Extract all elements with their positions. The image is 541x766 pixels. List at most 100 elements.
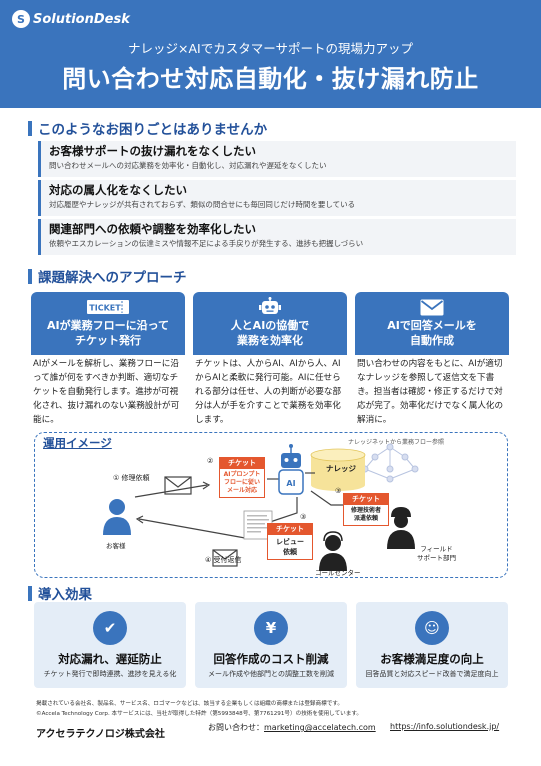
step-repair-request: ① 修理依頼 — [113, 474, 150, 482]
header-banner: S SolutionDesk ナレッジ×AIでカスタマーサポートの現場力アップ … — [0, 0, 541, 108]
problem-desc: 対応履歴やナレッジが共有されておらず、類似の問合せにも毎回同じだけ時間を要してい… — [49, 200, 356, 209]
contact-info: お問い合わせ：marketing@accelatech.com — [208, 722, 376, 733]
field-support-line: フィールド — [420, 545, 453, 553]
problems-heading-text: このようなお困りごとはありませんか — [38, 122, 268, 138]
customer-label: お客様 — [106, 542, 126, 550]
approach-heading: 課題解決へのアプローチ — [28, 266, 187, 286]
approach-card-title: 人とAIの協働で業務を効率化 — [193, 318, 347, 348]
effect-card: ✔ 対応漏れ、遅延防止 チケット発行で即時連携、進捗を見える化 — [34, 602, 186, 688]
problem-desc: 問い合わせメールへの対応業務を効率化・自動化し、対応漏れや遅延をなくしたい — [49, 161, 327, 170]
website-link[interactable]: https://info.solutiondesk.jp/ — [390, 722, 500, 731]
operation-note: ナレッジネットから業務フロー参照 — [348, 439, 445, 446]
operation-heading: 運用イメージ — [43, 436, 112, 450]
field-support-worker-icon — [387, 507, 415, 549]
customer-icon — [103, 499, 131, 535]
approach-card-body: AIがメールを解析し、業務フローに沿って誰が何をすべきか判断、適切なチケットを自… — [33, 359, 180, 425]
logo-mark: S — [12, 10, 30, 28]
approach-heading-text: 課題解決へのアプローチ — [38, 270, 187, 286]
title-line-1: AIで回答メールを — [387, 319, 477, 332]
robot-icon — [193, 292, 347, 316]
ticket-body: AIプロンプトフローに従いメール対応 — [220, 469, 264, 497]
field-support-label: フィールドサポート部門 — [417, 545, 456, 563]
logo[interactable]: S SolutionDesk — [12, 10, 130, 28]
problem-item: 対応の属人化をなくしたい 対応履歴やナレッジが共有されておらず、類似の問合せにも… — [38, 180, 516, 216]
approach-card-header: TICKET AIが業務フローに沿ってチケット発行 — [31, 292, 185, 355]
approach-card-title: AIで回答メールを自動作成 — [355, 318, 509, 348]
title-line-2: 業務を効率化 — [237, 334, 303, 347]
flow-arrows — [134, 472, 345, 539]
title-line-2: チケット発行 — [75, 334, 141, 347]
effect-card: ☺ お客様満足度の向上 回答品質と対応スピード改善で満足度向上 — [356, 602, 508, 688]
ticket-header: チケット — [344, 494, 388, 505]
effect-title: お客様満足度の向上 — [380, 652, 484, 666]
approach-card-body: チケットは、人からAI、AIから人、AIからAIと柔軟に発行可能。AIに任せられ… — [195, 359, 342, 425]
ai-robot-icon: AI — [278, 444, 304, 495]
contact-label: お問い合わせ： — [208, 723, 264, 732]
header-subtitle: ナレッジ×AIでカスタマーサポートの現場力アップ — [128, 41, 413, 56]
title-line-1: 人とAIの協働で — [230, 319, 310, 332]
ai-label: AI — [286, 479, 295, 488]
ticket-line: 依頼 — [283, 548, 297, 556]
effect-title: 対応漏れ、遅延防止 — [58, 652, 162, 666]
call-center-label: コールセンター — [315, 569, 361, 577]
mail-envelope-icon — [164, 476, 192, 495]
ticket-line: 派遣依頼 — [353, 515, 378, 522]
effect-sub: チケット発行で即時連携、進捗を見える化 — [43, 670, 177, 678]
step-reply: ④ 受付返信 — [205, 556, 242, 564]
effect-sub: メール作成や他部門との調整工数を削減 — [208, 670, 334, 678]
company-name: アクセラテクノロジ株式会社 — [36, 729, 165, 740]
problem-item: お客様サポートの抜け漏れをなくしたい 問い合わせメールへの対応業務を効率化・自動… — [38, 141, 516, 177]
yen-icon: ¥ — [254, 611, 288, 645]
reply-envelope-icon — [212, 549, 238, 567]
problem-title: 対応の属人化をなくしたい — [49, 183, 187, 197]
ticket-header: チケット — [220, 458, 264, 469]
ticket-ai-prompt: チケット AIプロンプトフローに従いメール対応 — [219, 457, 265, 498]
call-center-agent-icon — [319, 531, 347, 571]
effects-heading-text: 導入効果 — [38, 587, 92, 603]
knowledge-db-icon — [310, 448, 366, 491]
section-bar — [28, 120, 32, 136]
ticket-line: メール対応 — [226, 487, 257, 494]
step-3-marker: ③ — [300, 513, 307, 521]
ticket-header: チケット — [268, 524, 312, 535]
field-support-line: サポート部門 — [417, 554, 456, 562]
ticket-review: チケット レビュー依頼 — [267, 523, 313, 560]
effects-heading: 導入効果 — [28, 583, 92, 603]
ticket-line: フローに従い — [223, 479, 260, 486]
section-bar — [28, 585, 32, 601]
flow-network-icon — [361, 443, 419, 483]
title-line-2: 自動作成 — [410, 334, 454, 347]
patent-note: ©Accela Technology Corp. 本サービスには、当社が取得した… — [36, 711, 362, 717]
approach-card-header: AIで回答メールを自動作成 — [355, 292, 509, 355]
contact-email-link[interactable]: marketing@accelatech.com — [264, 723, 376, 732]
page-title: 問い合わせ対応自動化・抜け漏れ防止 — [62, 65, 479, 93]
operation-diagram-graphics: AI — [103, 443, 419, 571]
problem-title: 関連部門への依頼や調整を効率化したい — [49, 222, 256, 236]
clipboard-check-icon: ✔ — [93, 611, 127, 645]
step-3-marker: ③ — [335, 487, 342, 495]
ticket-line: 修理技術者 — [350, 507, 381, 514]
problem-item: 関連部門への依頼や調整を効率化したい 依頼やエスカレーションの伝達ミスや情報不足… — [38, 219, 516, 255]
problem-desc: 依頼やエスカレーションの伝達ミスや情報不足による手戻りが発生する、進捗も把握しづ… — [49, 239, 364, 248]
approach-card-mail: AIで回答メールを自動作成 問い合わせの内容をもとに、AIが適切なナレッジを参照… — [355, 292, 509, 425]
effect-title: 回答作成のコスト削減 — [213, 652, 329, 666]
ticket-icon-text: TICKET — [89, 304, 121, 313]
problems-heading: このようなお困りごとはありませんか — [28, 118, 267, 138]
smile-icon: ☺ — [415, 611, 449, 645]
logo-text: SolutionDesk — [33, 11, 130, 27]
ticket-body: レビュー依頼 — [268, 535, 312, 559]
approach-card-body: 問い合わせの内容をもとに、AIが適切なナレッジを参照して返信文を下書き。担当者は… — [357, 359, 504, 425]
ticket-icon: TICKET — [31, 292, 185, 316]
ticket-field-dispatch: チケット 修理技術者派遣依頼 — [343, 493, 389, 526]
problem-title: お客様サポートの抜け漏れをなくしたい — [49, 144, 256, 158]
effect-card: ¥ 回答作成のコスト削減 メール作成や他部門との調整工数を削減 — [195, 602, 347, 688]
mail-icon — [355, 292, 509, 316]
approach-card-header: 人とAIの協働で業務を効率化 — [193, 292, 347, 355]
approach-card-title: AIが業務フローに沿ってチケット発行 — [31, 318, 185, 348]
ticket-body: 修理技術者派遣依頼 — [344, 505, 388, 525]
approach-card-robot: 人とAIの協働で業務を効率化 チケットは、人からAI、AIから人、AIからAIと… — [193, 292, 347, 425]
section-bar — [28, 268, 32, 284]
ticket-line: AIプロンプト — [223, 471, 261, 478]
step-2-marker: ② — [207, 457, 214, 465]
operation-diagram: 運用イメージ ナレッジネットから業務フロー参照 — [34, 432, 508, 578]
